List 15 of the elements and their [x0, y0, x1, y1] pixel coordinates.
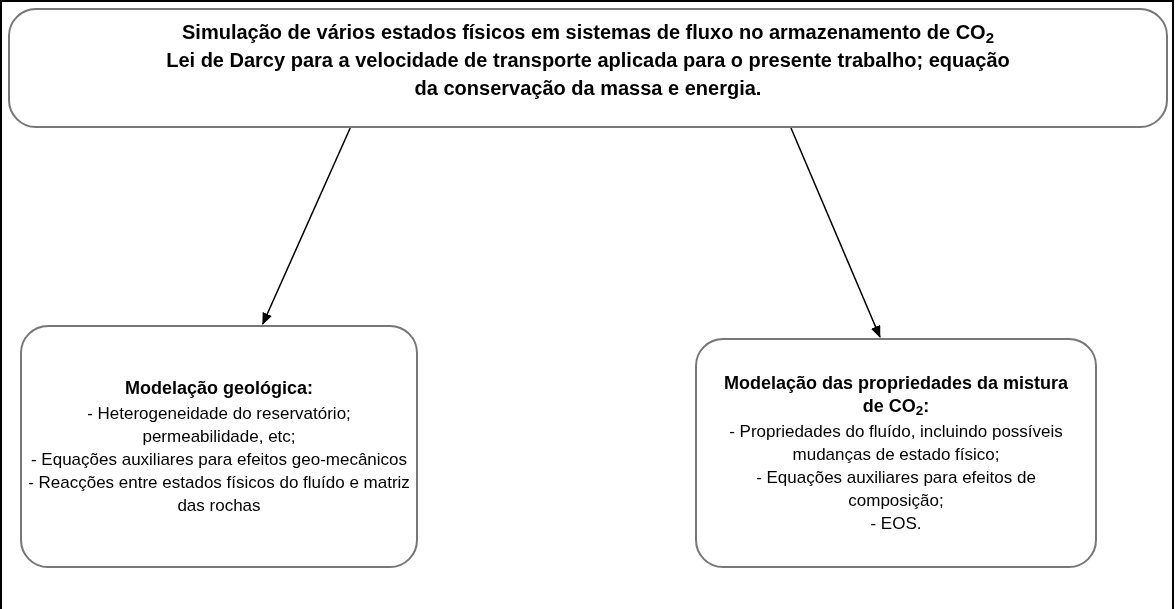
title-box	[8, 8, 1168, 128]
box-text: - Propriedades do fluído, incluindo possíveis mudanças de estado físico;	[728, 420, 1064, 466]
arrow	[790, 127, 881, 338]
arrow	[262, 127, 351, 325]
box-text: - Heterogeneidade do reservatório; permeabilidade, etc;	[86, 402, 352, 448]
process-box	[20, 325, 418, 568]
box-text: - Equações auxiliares para efeitos geo-mecânicos	[30, 448, 408, 471]
box-text: - Equações auxiliares para efeitos de composição;	[755, 466, 1037, 512]
box-text: - EOS.	[870, 512, 922, 535]
box-text: - Reacções entre estados físicos do fluído e matriz das rochas	[27, 471, 411, 517]
box-text: Lei de Darcy para a velocidade de transporte aplicada para o presente trabalho; equação da conservação da massa e energia.	[165, 48, 1011, 101]
box-heading: Simulação de vários estados físicos em sistemas de fluxo no armazenamento de CO$_{2}$	[182, 20, 994, 46]
box-heading: Modelação das propriedades da mistura de CO$_{2}$:	[722, 371, 1070, 418]
process-box	[695, 338, 1097, 568]
box-heading: Modelação geológica:	[124, 376, 313, 400]
